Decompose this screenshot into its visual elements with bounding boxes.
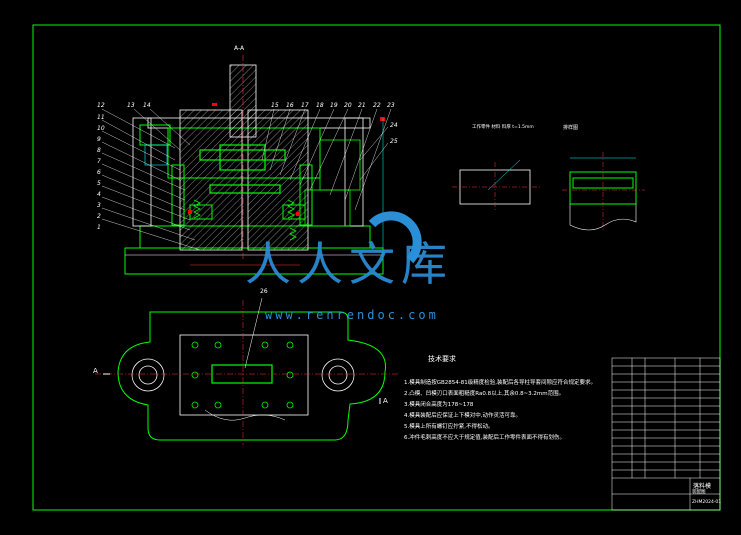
part-number-label: 14 xyxy=(143,102,151,109)
tech-note-line: 1.模具制造按GB2854-81级精度检验,装配后各导柱导套间隙应符合规定要求。 xyxy=(404,380,597,386)
part-number-label: 19 xyxy=(330,102,338,109)
title-block-subtitle: 装配图 xyxy=(692,490,706,495)
part-number-label: 12 xyxy=(97,102,105,109)
watermark-text: 人人文库 xyxy=(245,237,453,291)
part-number-label: 4 xyxy=(97,191,101,198)
tech-note-line: 6.冲件毛刺高度不应大于规定值,装配后工作零件表面不得有划伤。 xyxy=(404,435,565,441)
watermark-url: www.renrendoc.com xyxy=(265,308,439,322)
part-number-label: 9 xyxy=(97,136,101,143)
part-number-label: 2 xyxy=(97,213,101,220)
part-number-label: 23 xyxy=(387,102,395,109)
part-detail-view xyxy=(452,159,540,212)
section-marker-left: A xyxy=(93,367,98,375)
part-number-label: 8 xyxy=(97,147,101,154)
part-number-label: 6 xyxy=(97,169,101,176)
detail-note: 工作零件 材料 料厚 t=1.5mm xyxy=(472,125,534,130)
tech-notes-title: 技术要求 xyxy=(428,355,456,363)
part-number-label: 10 xyxy=(97,125,105,132)
part-number-label: 22 xyxy=(373,102,381,109)
section-label: A-A xyxy=(234,45,245,52)
part-number-label: 24 xyxy=(390,122,398,129)
part-number-label: 17 xyxy=(301,102,309,109)
part-number-label: 20 xyxy=(344,102,352,109)
tech-note-line: 2.凸模、凹模刃口表面粗糙度Ra0.8以上,其余0.8~3.2mm范围。 xyxy=(404,391,565,397)
part-number-label: 7 xyxy=(97,158,101,165)
section-view xyxy=(101,55,392,275)
part-number-label: 11 xyxy=(97,114,105,121)
tech-note-line: 3.模具闭合高度为178~178 xyxy=(404,402,474,408)
part-number-label: 15 xyxy=(271,102,279,109)
title-block xyxy=(611,357,721,511)
part-number-label: 3 xyxy=(97,202,101,209)
strip-layout-label: 排样图 xyxy=(563,125,579,131)
part-number-label: 18 xyxy=(316,102,324,109)
watermark-logo-icon xyxy=(368,211,422,264)
title-block-drawing-no: ZHM2024-01 xyxy=(692,500,722,505)
part-number-label: 16 xyxy=(286,102,294,109)
part-number-label: 1 xyxy=(97,224,101,231)
section-marker-right: A xyxy=(383,397,388,405)
drawing-border xyxy=(32,24,721,511)
title-block-drawing-name: 落料模 xyxy=(693,483,712,490)
part-number-label: 5 xyxy=(97,180,101,187)
plan-view xyxy=(95,297,400,445)
strip-layout-view xyxy=(562,152,645,232)
part-number-label: 25 xyxy=(390,138,398,145)
plan-callout-number: 26 xyxy=(260,288,268,295)
tech-note-line: 5.模具上所有螺钉应拧紧,不得松动。 xyxy=(404,424,494,430)
part-number-label: 13 xyxy=(127,102,135,109)
tech-note-line: 4.模具装配后应保证上下模对中,动作灵活可靠。 xyxy=(404,413,521,419)
part-number-label: 21 xyxy=(358,102,366,109)
